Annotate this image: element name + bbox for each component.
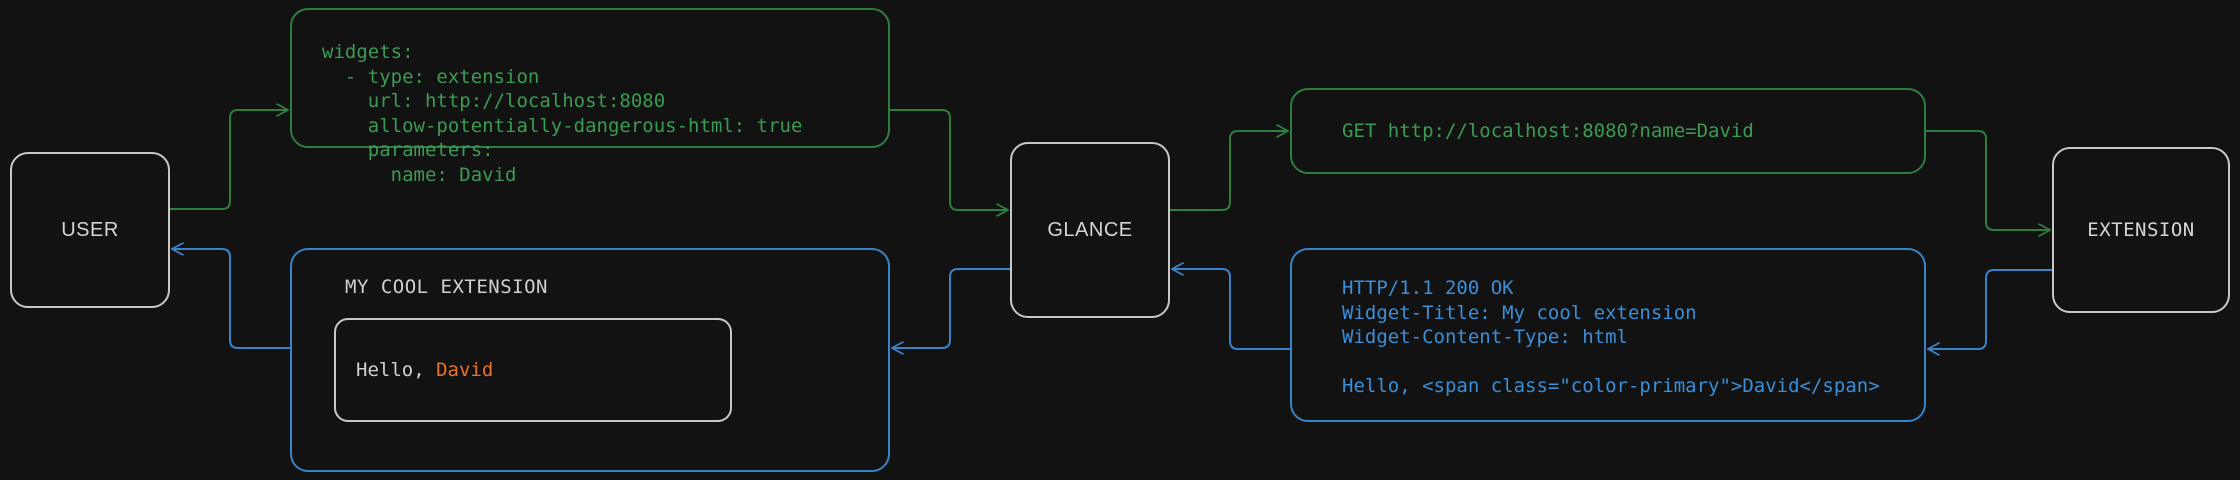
http-response-text: HTTP/1.1 200 OK Widget-Title: My cool ex… <box>1342 277 1880 397</box>
widget-preview-body: Hello, David <box>334 318 732 422</box>
edge-user-to-config <box>170 110 288 210</box>
node-glance[interactable]: GLANCE <box>1010 142 1170 318</box>
panel-yaml-config: widgets: - type: extension url: http://l… <box>290 8 890 186</box>
edge-config-to-glance <box>890 109 1008 210</box>
node-glance-label: GLANCE <box>1047 218 1133 241</box>
edge-glance-to-request <box>1170 131 1288 211</box>
node-user[interactable]: USER <box>10 152 170 308</box>
edge-response-to-glance <box>1172 269 1290 350</box>
node-user-label: USER <box>61 218 119 241</box>
panel-http-request: GET http://localhost:8080?name=David <box>1290 88 1926 174</box>
widget-greeting-name: David <box>436 359 494 381</box>
widget-greeting-prefix: Hello, <box>356 359 437 381</box>
edge-request-to-extension <box>1926 130 2050 230</box>
node-extension[interactable]: EXTENSION <box>2052 147 2230 313</box>
panel-http-response: HTTP/1.1 200 OK Widget-Title: My cool ex… <box>1290 248 1926 422</box>
widget-preview-title: MY COOL EXTENSION <box>345 276 548 298</box>
yaml-config-text: widgets: - type: extension url: http://l… <box>322 41 803 186</box>
edge-extension-to-response <box>1928 269 2052 349</box>
node-extension-label: EXTENSION <box>2087 219 2195 241</box>
edge-widget-to-user <box>172 249 290 349</box>
panel-widget-preview: MY COOL EXTENSION Hello, David <box>290 248 890 472</box>
http-request-text: GET http://localhost:8080?name=David <box>1342 120 1754 142</box>
edge-glance-to-widget <box>892 268 1010 348</box>
widget-preview-body-text: Hello, David <box>356 359 493 381</box>
